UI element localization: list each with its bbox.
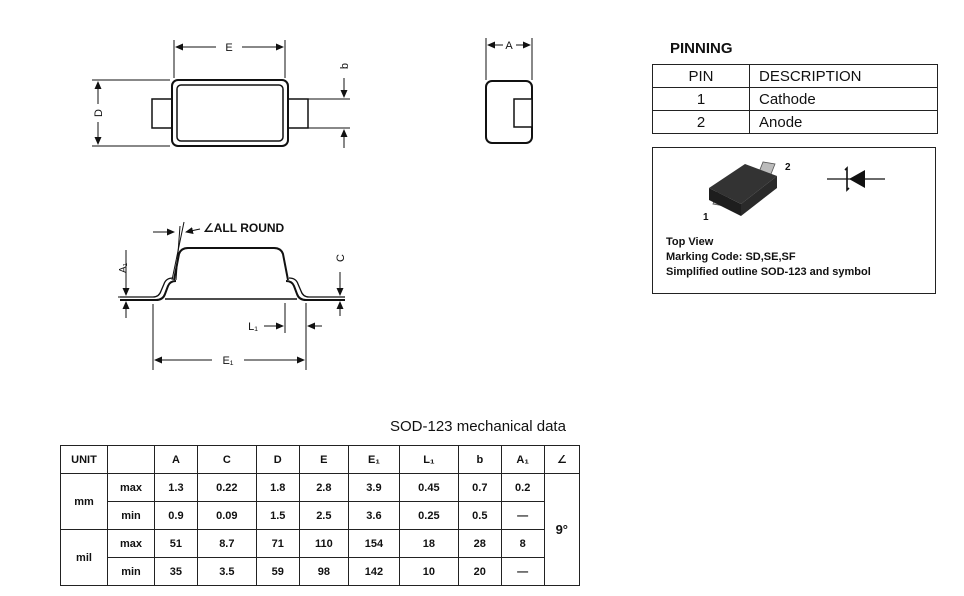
table-row: min 0.9 0.09 1.5 2.5 3.6 0.25 0.5 —: [61, 501, 580, 530]
outline-caption-outline: Simplified outline SOD-123 and symbol: [666, 266, 871, 278]
dim-L1-label: L₁: [248, 321, 258, 333]
value-cell: 8: [500, 529, 545, 558]
value-cell: 0.09: [196, 501, 257, 530]
col-header-A: A: [154, 445, 198, 474]
value-cell: 110: [298, 529, 350, 558]
value-cell: 20: [457, 557, 502, 586]
dim-A1-label: A₁: [118, 262, 129, 273]
package-3d-image: 2 1: [703, 161, 791, 223]
profile-view: ∠ALL ROUND A₁ C L₁ E₁: [118, 221, 347, 370]
value-cell: 2.8: [298, 473, 350, 502]
col-header-E: E: [298, 445, 350, 474]
dim-b-label: b: [339, 63, 351, 69]
end-view: A: [485, 38, 533, 144]
top-view: E D b: [92, 40, 351, 148]
value-cell: 0.5: [457, 501, 502, 530]
row-label: max: [107, 473, 155, 502]
value-cell: 51: [154, 529, 198, 558]
value-cell: 0.2: [500, 473, 545, 502]
description-header: DESCRIPTION: [749, 64, 938, 88]
pinning-title: PINNING: [670, 40, 733, 57]
col-header-A1: A₁: [500, 445, 545, 474]
value-cell: 59: [255, 557, 300, 586]
value-cell: 35: [154, 557, 198, 586]
pin-header: PIN: [652, 64, 750, 88]
value-cell: —: [500, 501, 545, 530]
value-cell: 0.45: [398, 473, 459, 502]
all-round-label: ∠ALL ROUND: [203, 221, 285, 235]
mechanical-data-table: UNIT A C D E E₁ L₁ b A₁ ∠ mm max 1.3 0.2…: [60, 445, 581, 586]
table-row: min 35 3.5 59 98 142 10 20 —: [61, 557, 580, 586]
dim-C-label: C: [335, 254, 347, 262]
col-header-C: C: [196, 445, 257, 474]
col-header-angle: ∠: [543, 445, 581, 474]
value-cell: 1.3: [154, 473, 198, 502]
package-drawing: E D b A ∠ALL ROUND: [92, 38, 533, 370]
table-row: mil max 51 8.7 71 110 154 18 28 8: [60, 529, 580, 586]
pin-description: Cathode: [749, 87, 938, 111]
pinning-row: 2 Anode: [652, 110, 938, 134]
value-cell: 18: [398, 529, 459, 558]
value-cell: 1.5: [255, 501, 300, 530]
value-cell: 154: [348, 529, 400, 558]
unit-cell: mm: [60, 473, 108, 530]
value-cell: 98: [298, 557, 350, 586]
dim-D-label: D: [93, 109, 105, 117]
pinning-table: PIN DESCRIPTION 1 Cathode 2 Anode: [652, 64, 938, 134]
value-cell: 3.6: [348, 501, 400, 530]
value-cell: 71: [255, 529, 300, 558]
value-cell: 3.9: [348, 473, 400, 502]
angle-value-cell: 9°: [543, 473, 581, 586]
col-header-L1: L₁: [398, 445, 459, 474]
row-label: min: [107, 557, 155, 586]
value-cell: 0.25: [398, 501, 459, 530]
col-header-D: D: [255, 445, 300, 474]
row-label: max: [107, 529, 155, 558]
pin-number: 1: [652, 87, 750, 111]
mechanical-data-title: SOD-123 mechanical data: [390, 418, 566, 435]
diode-symbol-icon: [827, 166, 885, 192]
col-header-b: b: [457, 445, 502, 474]
value-cell: 2.5: [298, 501, 350, 530]
value-cell: 3.5: [196, 557, 257, 586]
col-header-E1: E₁: [348, 445, 400, 474]
pin-number: 2: [652, 110, 750, 134]
pin-description: Anode: [749, 110, 938, 134]
outline-symbol-box: 2 1 Top View Marking Code: SD,SE,SF Simp…: [652, 147, 936, 294]
row-label-header: [107, 445, 155, 474]
unit-header: UNIT: [60, 445, 108, 474]
unit-cell: mil: [60, 529, 108, 586]
pin1-label: 1: [703, 212, 709, 223]
value-cell: 28: [457, 529, 502, 558]
value-cell: 10: [398, 557, 459, 586]
table-row: mm max 1.3 0.22 1.8 2.8 3.9 0.45 0.7 0.2…: [60, 473, 581, 586]
mech-header-row: UNIT A C D E E₁ L₁ b A₁ ∠: [60, 445, 581, 474]
pin2-label: 2: [785, 162, 791, 173]
value-cell: 0.22: [196, 473, 257, 502]
dim-E-label: E: [225, 42, 232, 54]
dim-E1-label: E₁: [222, 355, 233, 367]
pinning-header-row: PIN DESCRIPTION: [652, 64, 938, 88]
value-cell: 8.7: [196, 529, 257, 558]
pinning-row: 1 Cathode: [652, 87, 938, 111]
value-cell: 142: [348, 557, 400, 586]
value-cell: 1.8: [255, 473, 300, 502]
value-cell: —: [500, 557, 545, 586]
outline-caption-top-view: Top View: [666, 236, 714, 248]
row-label: min: [107, 501, 155, 530]
outline-caption-marking: Marking Code: SD,SE,SF: [666, 251, 796, 263]
dim-A-label: A: [505, 40, 513, 52]
value-cell: 0.9: [154, 501, 198, 530]
value-cell: 0.7: [457, 473, 502, 502]
